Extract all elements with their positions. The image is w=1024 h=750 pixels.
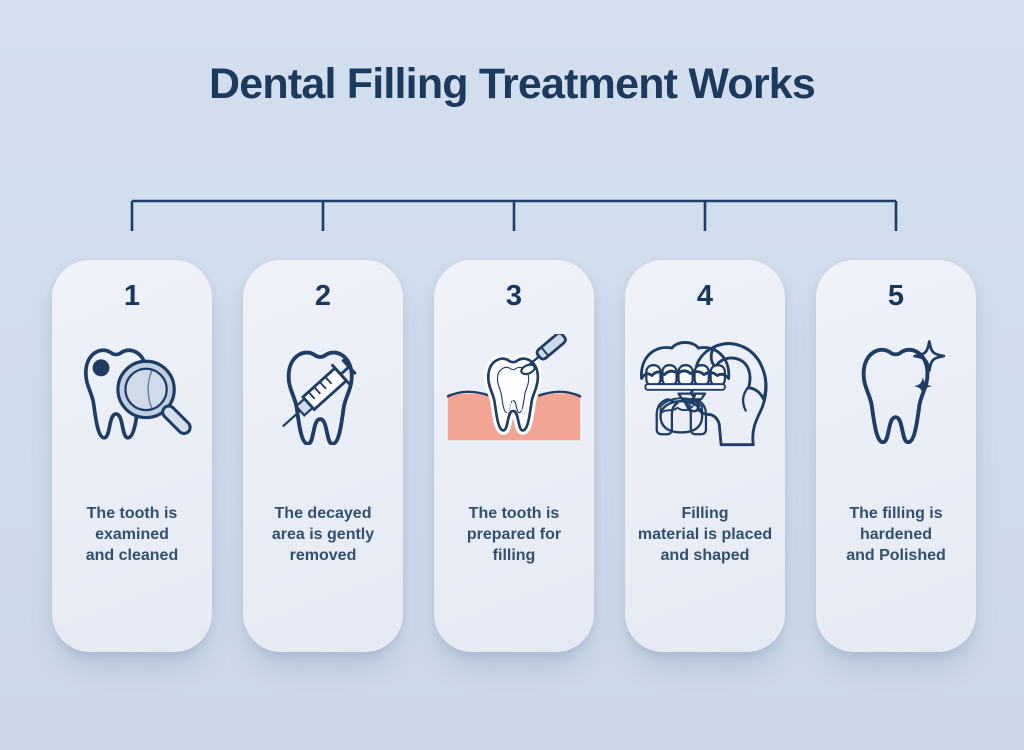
step-card-3: 3 The tooth is prepared for filling: [434, 260, 594, 652]
filling-placement-face-icon: [640, 341, 768, 447]
step-description: Filling material is placed and shaped: [637, 505, 773, 564]
step-number: 3: [505, 280, 523, 312]
step-number: 2: [314, 280, 332, 312]
step-description: The filling is hardened and Polished: [846, 505, 946, 564]
tooth-drill-gum-icon: [446, 334, 582, 441]
step-description: The decayed area is gently removed: [271, 505, 375, 564]
step-icon-box: [627, 329, 783, 451]
step-number: 5: [887, 280, 905, 312]
step-number: 4: [696, 280, 714, 312]
step-description: The tooth is examined and cleaned: [85, 505, 179, 564]
bracket-connector: [130, 199, 898, 231]
tooth-syringe-icon: [282, 350, 357, 446]
step-card-1: 1 The tooth is examined and cleaned: [52, 260, 212, 652]
step-number: 1: [123, 280, 141, 312]
step-card-5: 5 The filling is hardened and Polished: [816, 260, 976, 652]
step-icon-box: [54, 329, 210, 451]
step-icon-box: [245, 329, 401, 451]
step-description: The tooth is prepared for filling: [466, 505, 562, 564]
step-card-4: 4: [625, 260, 785, 652]
polished-tooth-sparkle-icon: [861, 340, 946, 444]
step-icon-box: [436, 329, 592, 451]
step-card-2: 2 The decayed area is gently removed: [243, 260, 403, 652]
tooth-magnifier-icon: [83, 348, 192, 440]
page-title: Dental Filling Treatment Works: [209, 60, 816, 108]
step-icon-box: [818, 329, 974, 451]
